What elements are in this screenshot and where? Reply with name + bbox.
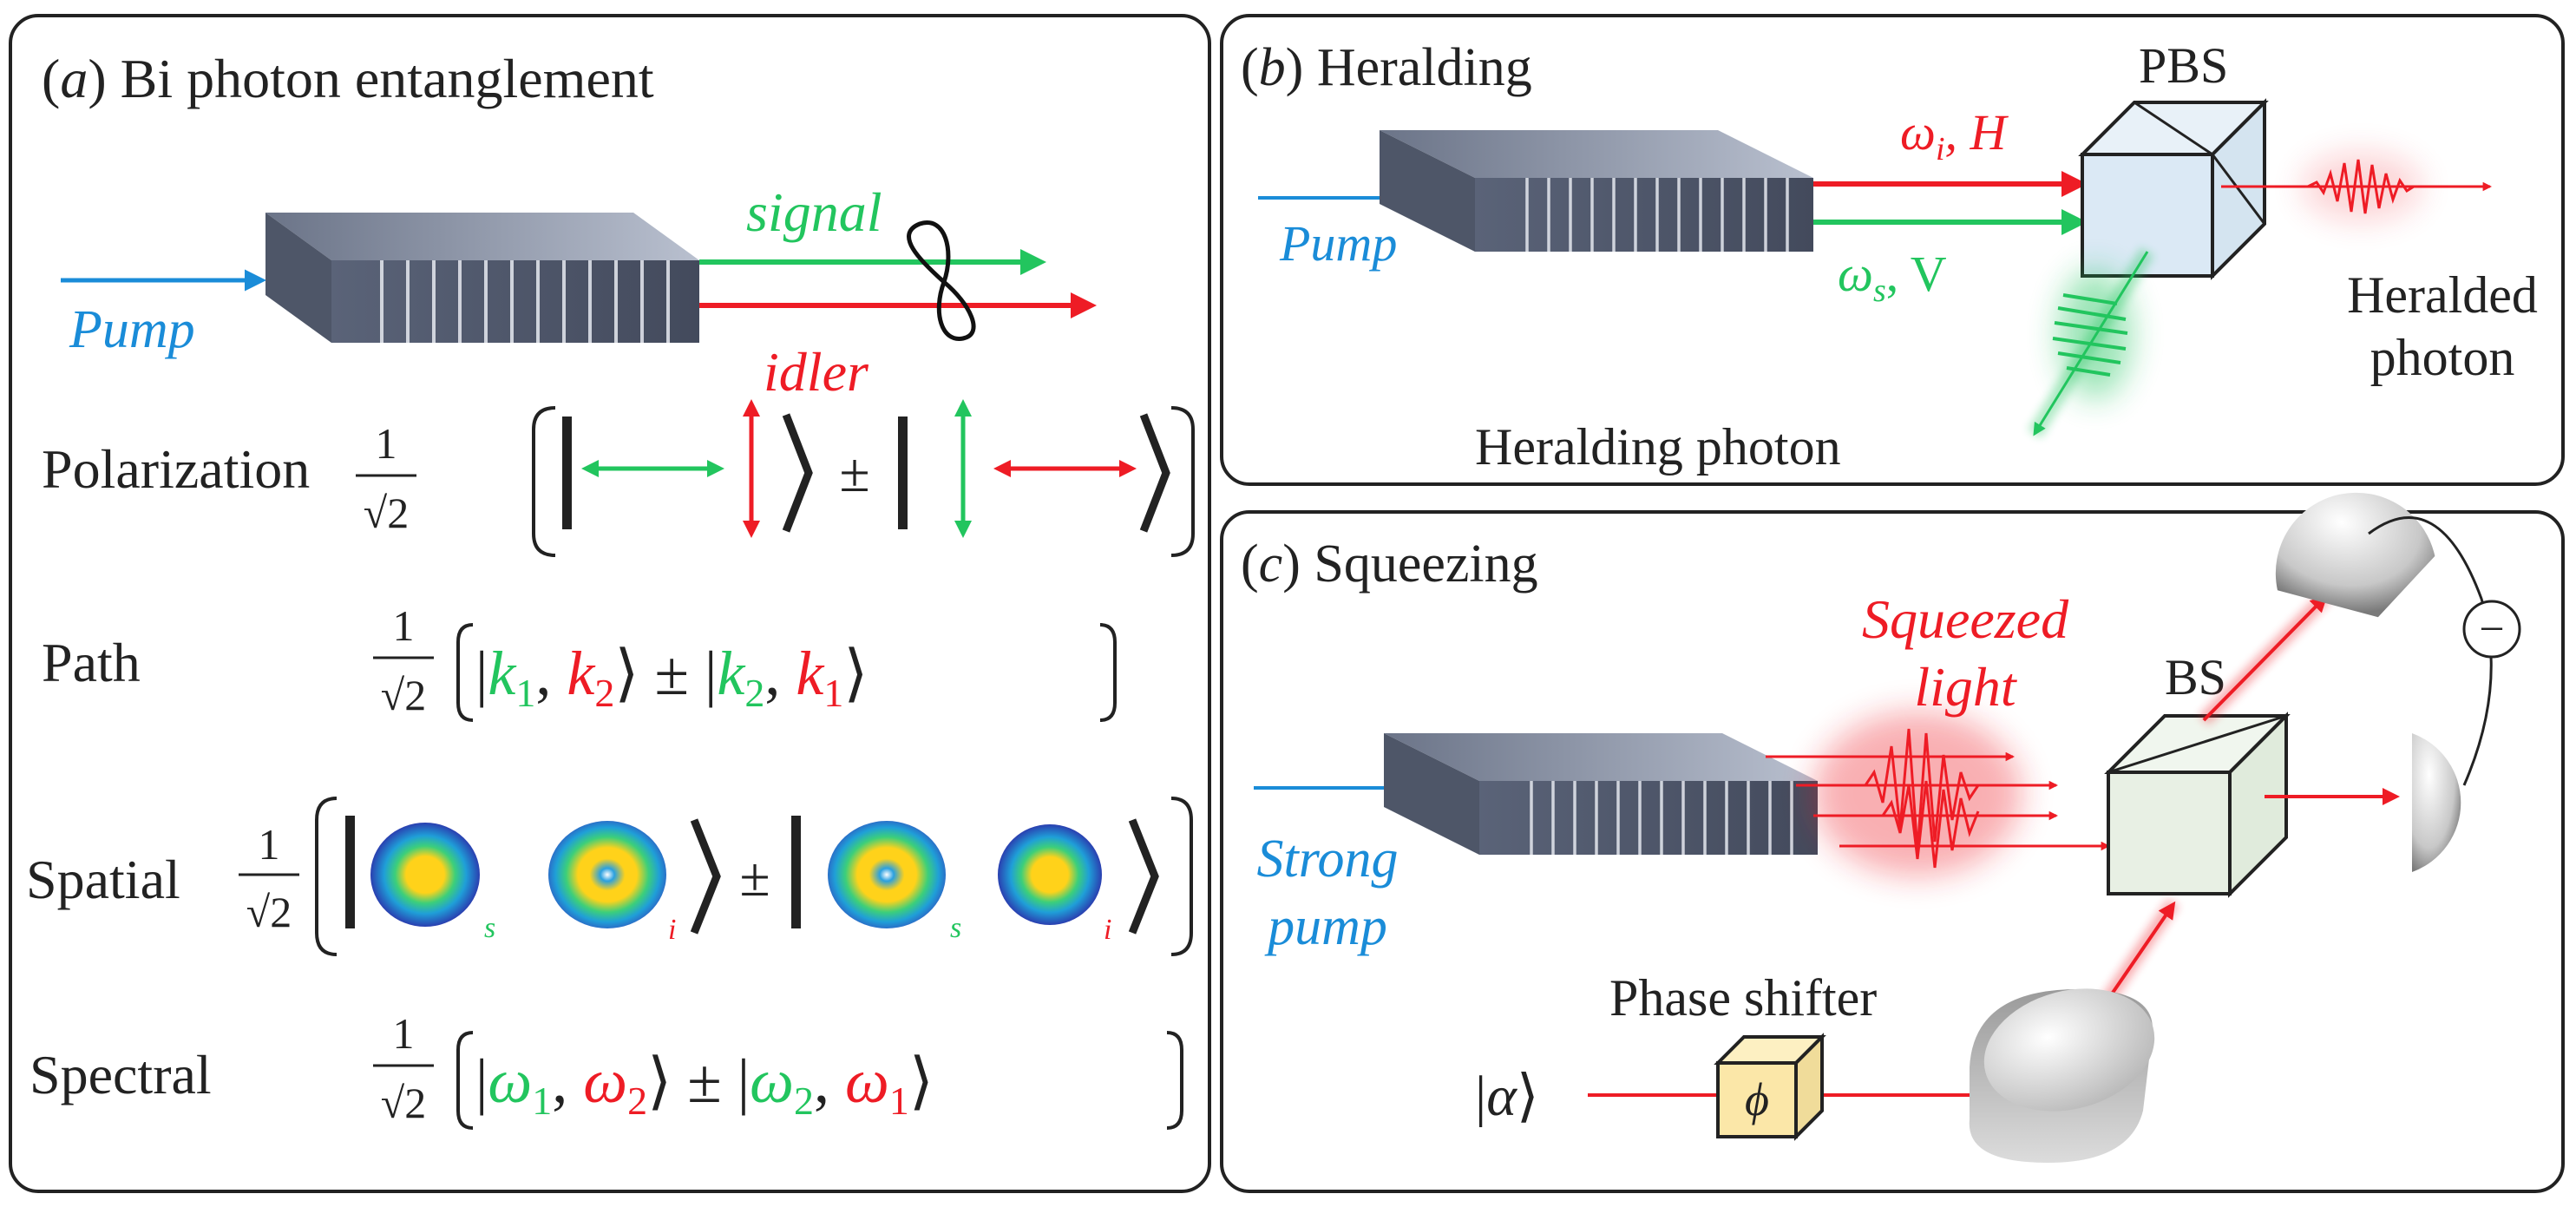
heralding-label: Heralding photon [1475,418,1841,476]
svg-text:−: − [2479,605,2504,654]
svg-text:1: 1 [393,1009,415,1058]
alpha-state-label: |α⟩ [1475,1065,1539,1128]
panel-b-frame [1220,14,2565,486]
panel-b: (b) Heralding Pump ωi, H [1241,37,2538,476]
phase-shifter-cube: ϕ [1714,1033,1826,1141]
detector-right [2412,733,2461,872]
nonlinear-crystal-b [1380,130,1813,252]
row-label-spectral: Spectral [29,1044,212,1105]
svg-text:i: i [668,914,676,946]
svg-text:ϕ: ϕ [1745,1073,1769,1125]
row-label-polarization: Polarization [42,438,310,500]
svg-text:|ω1, ω2⟩ ± |ω2, ω1⟩: |ω1, ω2⟩ ± |ω2, ω1⟩ [475,1046,934,1123]
svg-text:1: 1 [259,820,280,869]
heralding-wavepacket [2052,293,2128,377]
spectral-formula: 1 √2 |ω1, ω2⟩ ± |ω2, ω1⟩ [373,1009,1183,1130]
donut-mode-idler [548,821,666,928]
signal-label-b: ωs, V [1838,246,1947,309]
idler-label-a: idler [764,341,869,403]
phase-shifter-label: Phase shifter [1609,969,1877,1027]
svg-text:1: 1 [376,419,397,468]
svg-text:i: i [1104,914,1111,946]
pbs-cube [2078,98,2269,280]
panel-b-title: (b) Heralding [1241,38,1532,97]
svg-text:s: s [950,912,961,944]
nonlinear-crystal-c [1384,733,1818,855]
bs-cube [2104,712,2291,898]
pbs-label: PBS [2139,37,2228,94]
mirror [1969,988,2155,1163]
svg-text:±: ± [839,442,869,503]
row-label-path: Path [42,632,141,693]
squeezed-light-beams [1766,728,2111,869]
entanglement-loop-icon [907,220,976,341]
panel-a-frame [9,14,1211,1193]
panel-c-title: (c) Squeezing [1241,535,1538,594]
donut-mode-signal [828,821,946,928]
svg-text:±: ± [739,846,770,908]
svg-text:√2: √2 [381,671,426,719]
pump-label-a: Pump [69,300,195,359]
pump-label-b: Pump [1279,215,1397,272]
svg-text:s: s [484,912,495,944]
bs-label: BS [2165,649,2226,705]
subtractor-icon [2462,600,2521,659]
idler-label-b: ωi, H [1900,104,2009,167]
gaussian-mode-signal [370,823,480,927]
svg-text:√2: √2 [246,888,292,936]
panel-a: (a) Bi photon entanglement Pump sig [26,48,1195,1130]
panel-a-title: (a) Bi photon entanglement [42,48,654,109]
svg-text:|k1, k2⟩ ± |k2, k1⟩: |k1, k2⟩ ± |k2, k1⟩ [475,639,868,715]
signal-label-a: signal [746,181,882,243]
spatial-formula: 1 √2 s i ± s i [239,797,1193,956]
gaussian-mode-idler [998,824,1102,925]
path-formula: 1 √2 |k1, k2⟩ ± |k2, k1⟩ [373,601,1117,722]
nonlinear-crystal-a [265,213,699,343]
detector-top [2275,492,2435,618]
svg-text:1: 1 [393,601,415,650]
polarization-formula: 1 √2 ± [356,399,1195,557]
svg-text:√2: √2 [364,489,409,537]
panel-c-frame [1220,510,2565,1193]
row-label-spatial: Spatial [26,849,180,910]
svg-text:√2: √2 [381,1079,426,1127]
bs-output-up [2202,594,2328,722]
detector-wire [2368,516,2493,786]
